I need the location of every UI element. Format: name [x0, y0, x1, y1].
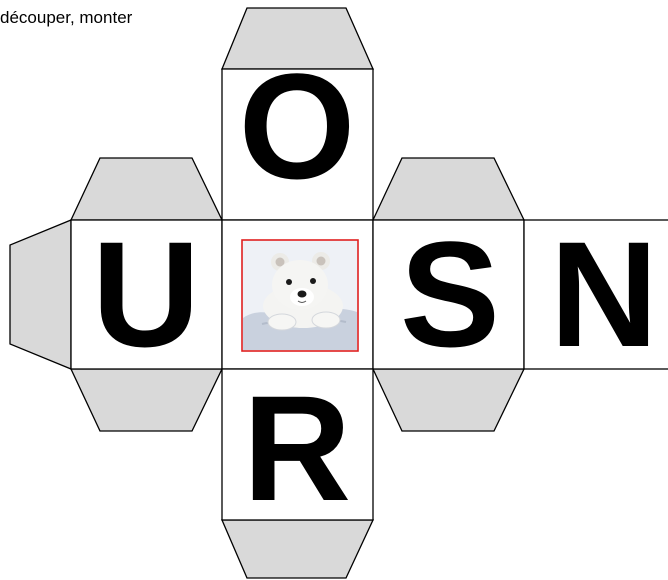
letter-top: O	[239, 42, 356, 210]
letter-far-right: N	[550, 210, 658, 378]
letter-left: U	[92, 210, 200, 378]
flap-left-bottom	[71, 369, 222, 431]
flap-left-side	[10, 220, 71, 369]
letter-bottom: R	[243, 364, 351, 532]
polar-bear-image	[242, 240, 358, 351]
flap-right-bottom	[373, 369, 524, 431]
letter-right: S	[400, 210, 500, 378]
